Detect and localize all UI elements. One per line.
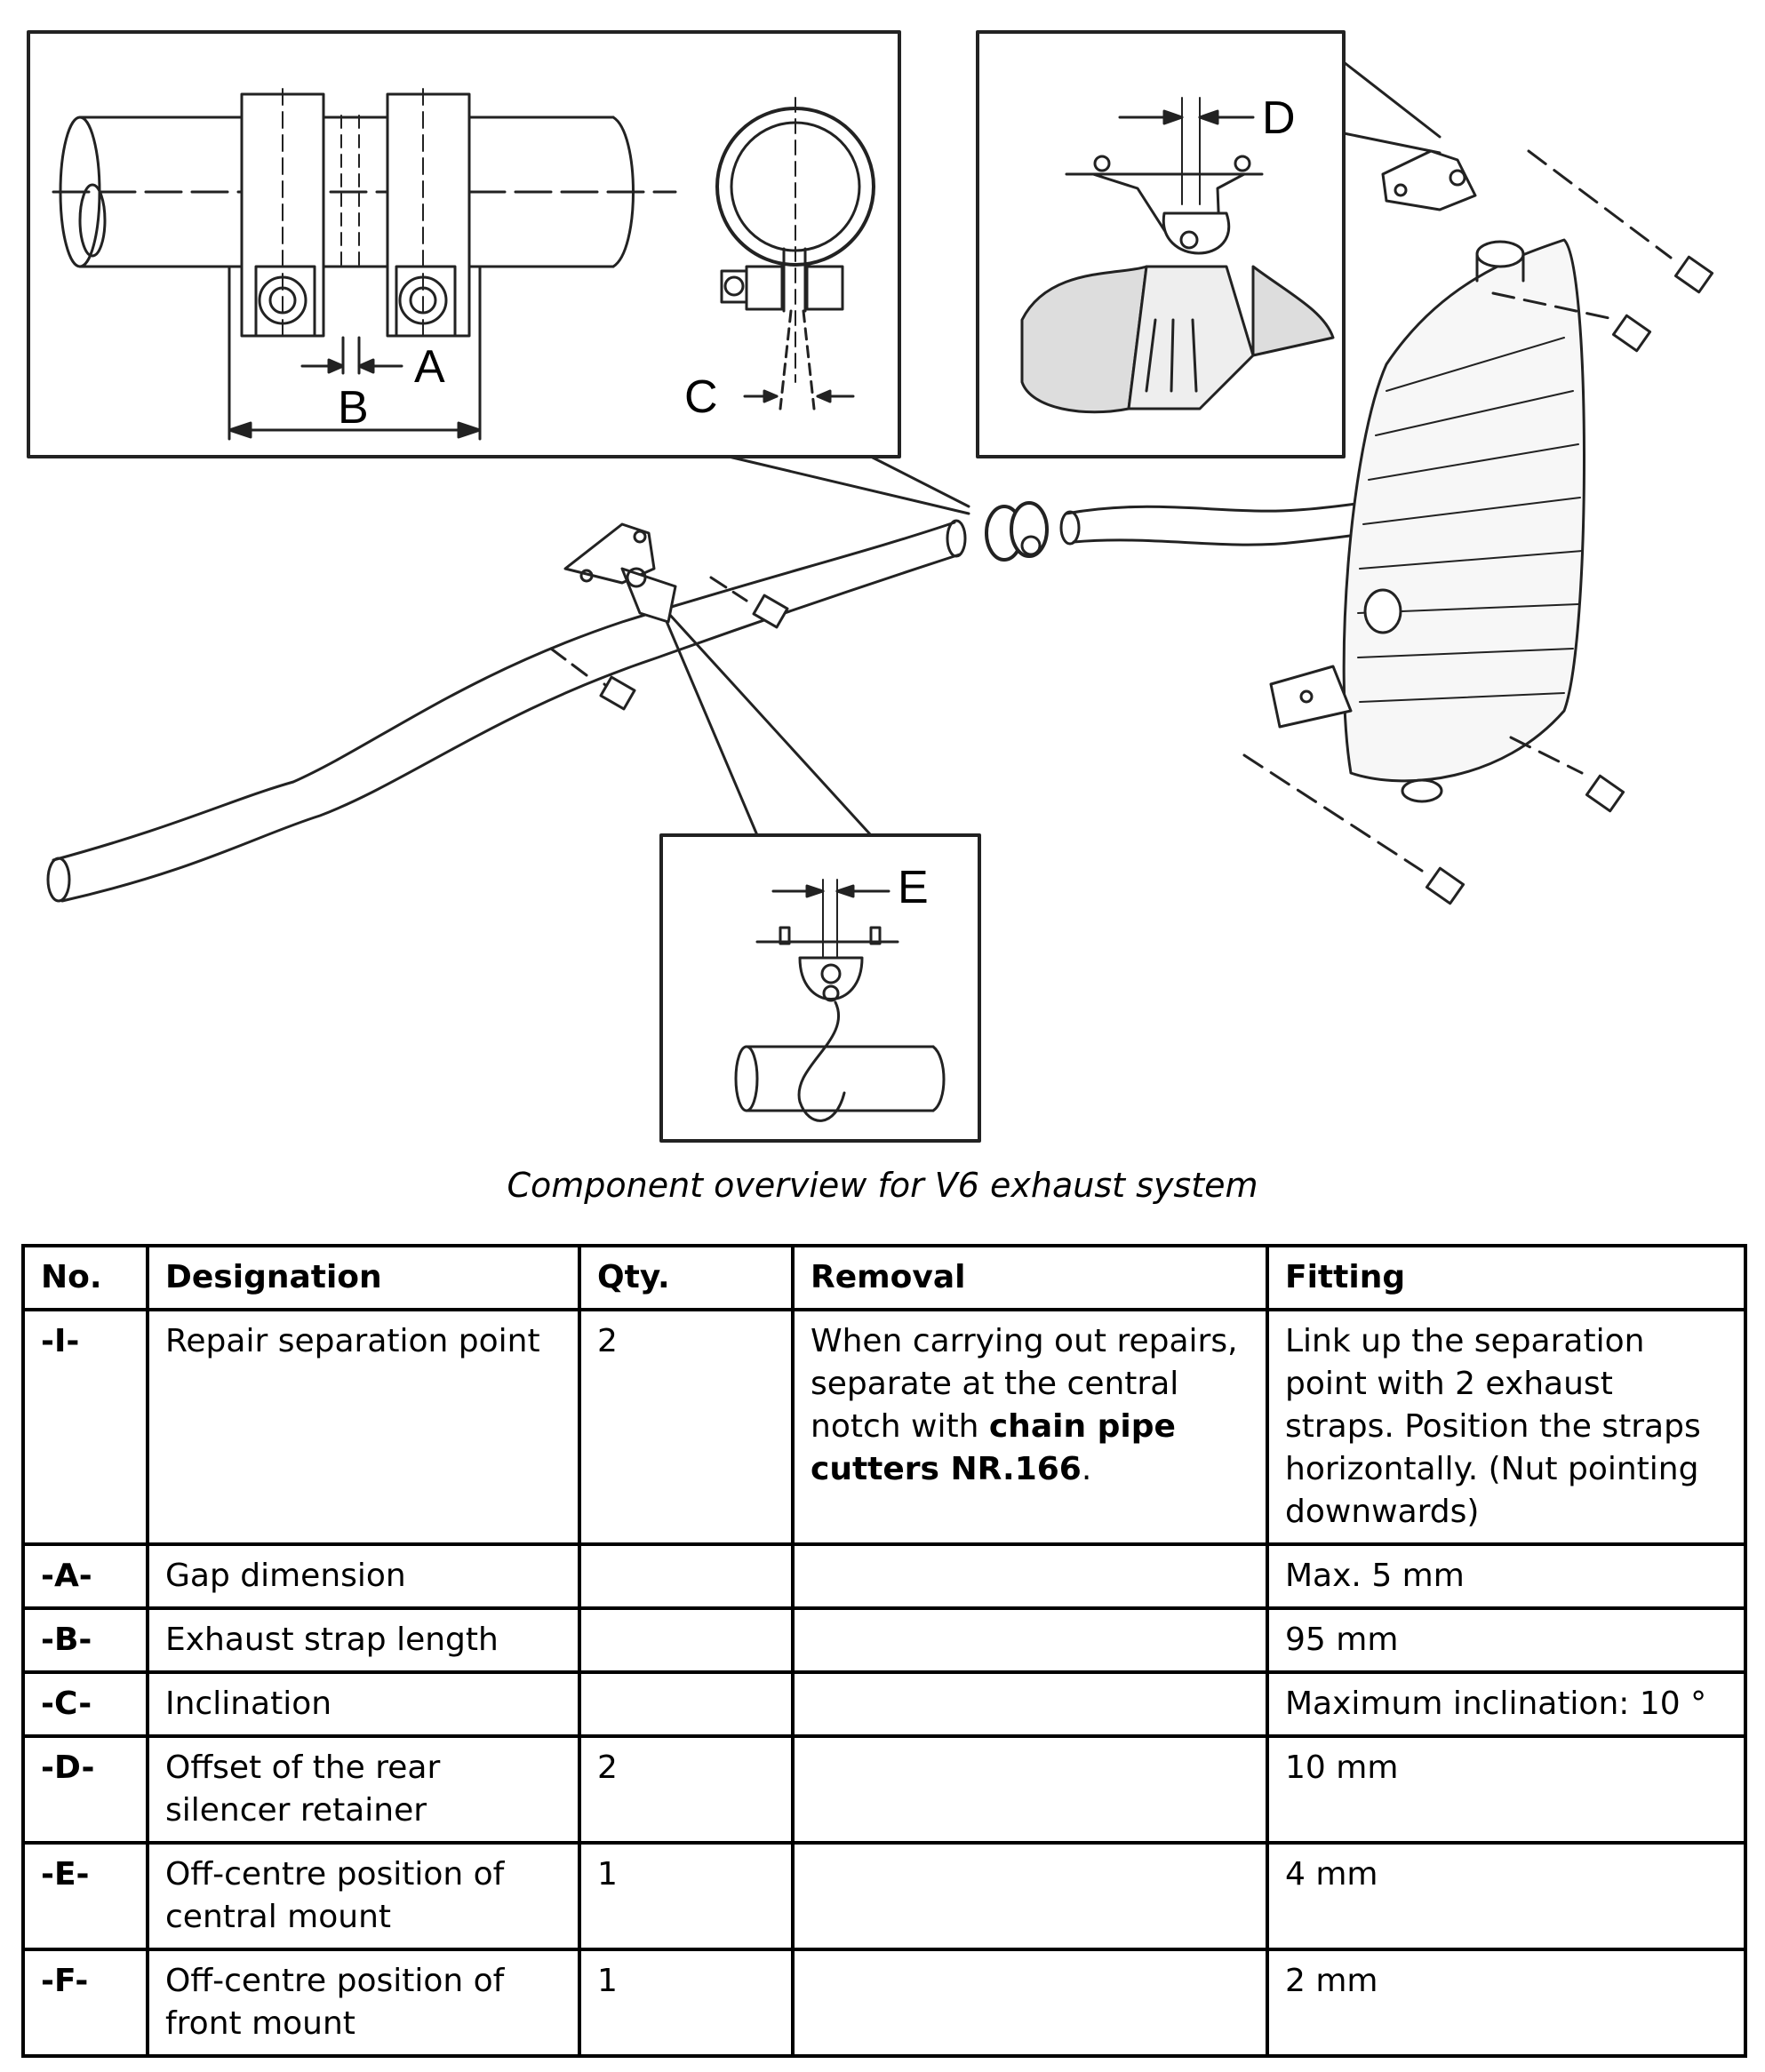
cell-removal — [791, 1948, 1269, 2058]
callout-e: E — [898, 862, 929, 913]
cell-removal — [791, 1734, 1269, 1845]
exhaust-diagram: A B C D — [27, 30, 1714, 1143]
cell-no: -I- — [21, 1308, 149, 1546]
rear-silencer — [1059, 149, 1714, 905]
col-header-no: No. — [21, 1244, 149, 1311]
table-row: -B- Exhaust strap length 95 mm — [21, 1606, 1747, 1674]
cell-no: -A- — [21, 1542, 149, 1610]
cell-no: -B- — [21, 1606, 149, 1674]
cell-removal — [791, 1606, 1269, 1674]
cell-no: -D- — [21, 1734, 149, 1845]
cell-removal: When carrying out repairs, separate at t… — [791, 1308, 1269, 1546]
table-row: -I- Repair separation point 2 When carry… — [21, 1308, 1747, 1546]
cell-qty — [578, 1670, 795, 1738]
cell-qty: 1 — [578, 1948, 795, 2058]
detail-box-strap: A B C — [27, 30, 901, 458]
cell-fitting: Max. 5 mm — [1266, 1542, 1747, 1610]
component-table: No. Designation Qty. Removal Fitting -I-… — [21, 1244, 1747, 2058]
cell-qty — [578, 1542, 795, 1610]
cell-qty: 2 — [578, 1734, 795, 1845]
callout-d: D — [1262, 92, 1296, 144]
cell-fitting: Link up the separation point with 2 exha… — [1266, 1308, 1747, 1546]
cell-removal — [791, 1841, 1269, 1951]
callout-a: A — [414, 341, 445, 393]
table-header-row: No. Designation Qty. Removal Fitting — [21, 1244, 1747, 1311]
cell-designation: Inclination — [146, 1670, 581, 1738]
exhaust-clamp — [985, 501, 1049, 562]
col-header-fitting: Fitting — [1266, 1244, 1747, 1311]
cell-designation: Off-centre position of front mount — [146, 1948, 581, 2058]
table-row: -E- Off-centre position of central mount… — [21, 1841, 1747, 1951]
detail-box-central-mount: E — [659, 833, 981, 1143]
cell-designation: Offset of the rear silencer retainer — [146, 1734, 581, 1845]
col-header-designation: Designation — [146, 1244, 581, 1311]
cell-qty: 1 — [578, 1841, 795, 1951]
cell-removal — [791, 1542, 1269, 1610]
cell-no: -C- — [21, 1670, 149, 1738]
cell-removal — [791, 1670, 1269, 1738]
cell-no: -F- — [21, 1948, 149, 2058]
callout-b: B — [338, 382, 369, 434]
cell-designation: Repair separation point — [146, 1308, 581, 1546]
figure-caption: Component overview for V6 exhaust system — [507, 1166, 1258, 1205]
exhaust-pipe-front — [46, 519, 967, 903]
cell-qty — [578, 1606, 795, 1674]
cell-designation: Exhaust strap length — [146, 1606, 581, 1674]
cell-fitting: 95 mm — [1266, 1606, 1747, 1674]
removal-tool: chain pipe cutters NR.166 — [811, 1408, 1176, 1487]
cell-no: -E- — [21, 1841, 149, 1951]
cell-fitting: 4 mm — [1266, 1841, 1747, 1951]
col-header-qty: Qty. — [578, 1244, 795, 1311]
table-row: -D- Offset of the rear silencer retainer… — [21, 1734, 1747, 1845]
removal-text: When carrying out repairs, separate at t… — [811, 1323, 1238, 1445]
cell-qty: 2 — [578, 1308, 795, 1546]
cell-fitting: 2 mm — [1266, 1948, 1747, 2058]
cell-fitting: 10 mm — [1266, 1734, 1747, 1845]
table-row: -C- Inclination Maximum inclination: 10 … — [21, 1670, 1747, 1738]
cell-designation: Off-centre position of central mount — [146, 1841, 581, 1951]
callout-c: C — [684, 371, 718, 423]
detail-box-rear-retainer: D — [976, 30, 1346, 458]
table-row: -A- Gap dimension Max. 5 mm — [21, 1542, 1747, 1610]
table-row: -F- Off-centre position of front mount 1… — [21, 1948, 1747, 2058]
cell-fitting: Maximum inclination: 10 ° — [1266, 1670, 1747, 1738]
col-header-removal: Removal — [791, 1244, 1269, 1311]
cell-designation: Gap dimension — [146, 1542, 581, 1610]
removal-end: . — [1081, 1451, 1092, 1487]
